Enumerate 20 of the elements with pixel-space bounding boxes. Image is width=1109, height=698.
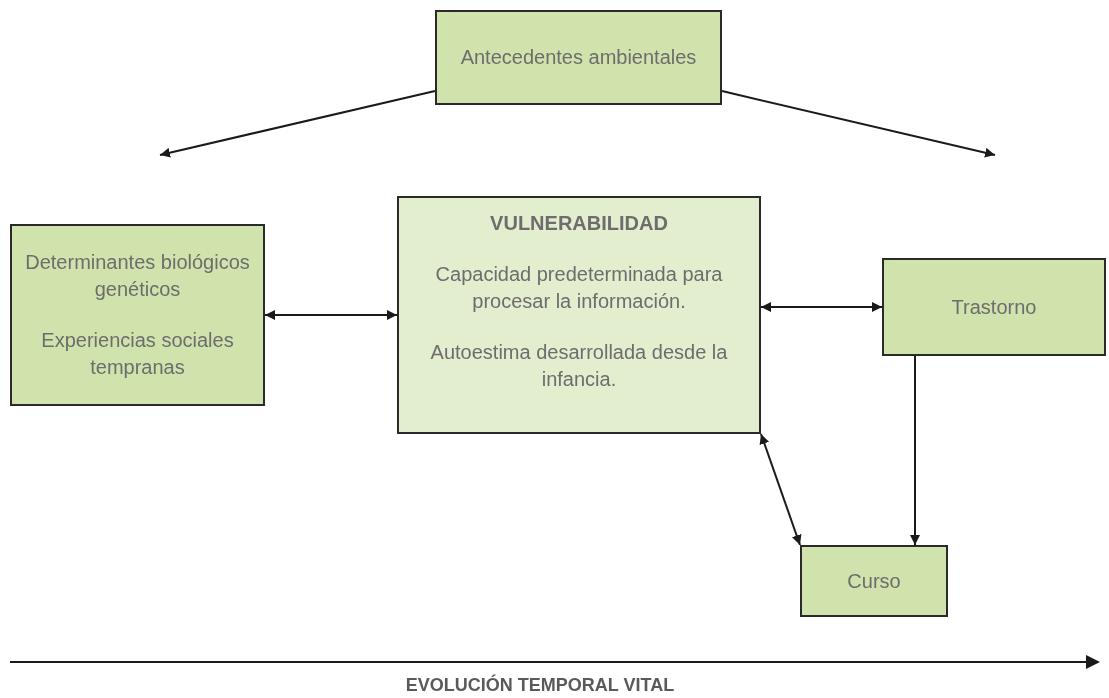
box-heading: VULNERABILIDAD — [490, 211, 668, 236]
arrow — [159, 89, 436, 158]
arrow — [910, 355, 920, 546]
box-text: Trastorno — [951, 294, 1037, 320]
process-box — [435, 10, 722, 105]
box-text: Determinantes biológicos genéticos — [24, 250, 251, 302]
arrow — [264, 310, 398, 320]
box-text: Antecedentes ambientales — [460, 45, 697, 70]
process-box — [800, 545, 948, 617]
box-text: Autoestima desarrollada desde la infancia. — [429, 340, 729, 392]
axis-label: EVOLUCIÓN TEMPORAL VITAL — [404, 674, 676, 696]
box-text: Curso — [847, 568, 901, 594]
arrow — [721, 90, 996, 158]
box-text: Capacidad predeterminada para procesar la información. — [434, 262, 724, 314]
arrow — [760, 302, 883, 312]
process-box — [397, 196, 761, 434]
arrow — [759, 433, 802, 546]
process-box — [882, 258, 1106, 356]
box-text: Experiencias sociales tempranas — [40, 328, 235, 380]
process-box — [10, 224, 265, 406]
